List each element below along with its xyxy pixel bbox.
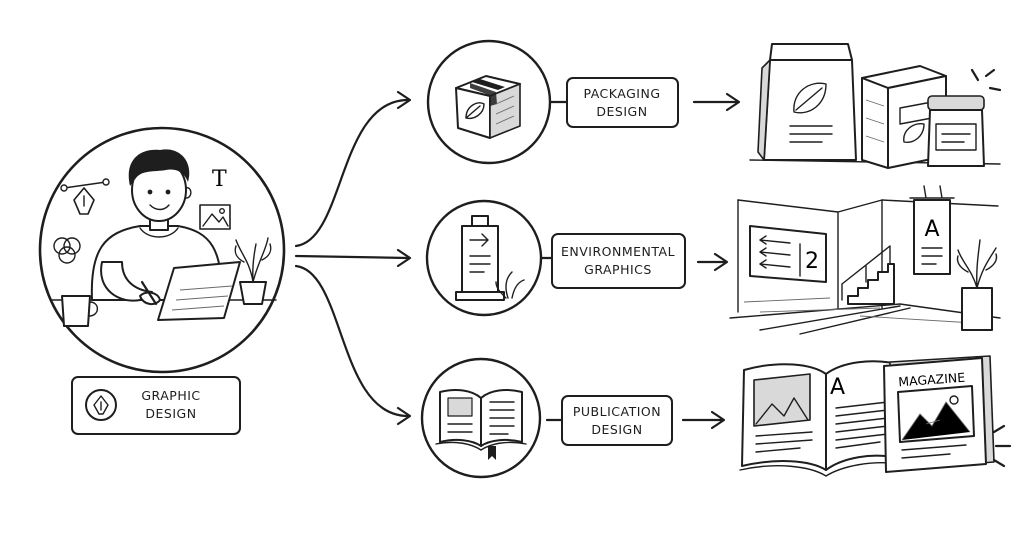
pouch-text-lines [789, 125, 833, 143]
publication-circle [420, 357, 542, 479]
packaging-design-line1: PACKAGING [583, 86, 660, 101]
banner-hanger [909, 185, 955, 199]
designer-eye-left [147, 189, 153, 195]
graphic-design-label: GRAPHIC DESIGN [71, 376, 241, 435]
type-icon: T [212, 167, 227, 192]
graphic-design-line2: DESIGN [145, 406, 196, 421]
magazine-photo-mountains [901, 401, 971, 441]
stylus [140, 280, 158, 306]
arrowhead-to-packaging [396, 90, 412, 110]
open-book-icon [435, 389, 527, 460]
sparkle-lines [970, 68, 1002, 92]
product-box-shading [865, 99, 885, 143]
product-box-leaf-icon [903, 123, 925, 143]
planter-box [961, 287, 993, 331]
desk-plant-pot [239, 281, 267, 305]
publication-branch: PUBLICATION DESIGN A MAGAZINE [420, 355, 1012, 479]
pouch-leaf-icon [793, 82, 827, 114]
planter-leaves [956, 239, 998, 289]
packaging-circle [426, 39, 552, 165]
publication-design-line1: PUBLICATION [573, 404, 661, 419]
connector-to-publication [294, 264, 410, 418]
pouch-top [769, 43, 853, 61]
environmental-branch: ENVIRONMENTAL GRAPHICS 2 A [425, 185, 1001, 335]
desk-plant-leaves [234, 237, 272, 283]
interior-space-illustration: 2 A [729, 185, 1001, 335]
tablet-shading [171, 285, 233, 311]
packaging-branch: PACKAGING DESIGN [426, 39, 1002, 169]
designer-eye-right [165, 189, 171, 195]
packaging-design-box [566, 77, 679, 128]
banner-text-lines [921, 247, 943, 265]
designer-illustration: T [38, 126, 286, 374]
banner-letter: A [924, 217, 939, 242]
jar-lid [927, 95, 985, 111]
jar-label [935, 123, 977, 151]
arrowhead-to-publication [396, 406, 412, 426]
publication-design-box [561, 395, 673, 446]
tablet [157, 261, 241, 321]
connector-to-environmental [294, 254, 410, 260]
arrow-packaging-result [692, 92, 741, 112]
stair-railing [841, 245, 891, 301]
magazine-text-lines [901, 444, 967, 459]
pen-nib-icon [93, 395, 109, 415]
mug-handle [88, 301, 99, 317]
book-photo [753, 373, 811, 427]
book-left-text [755, 431, 813, 453]
mug [61, 295, 91, 327]
graphic-design-box [71, 376, 241, 435]
designer-ear [185, 187, 192, 199]
product-box-side [861, 77, 889, 169]
color-circles-icon [53, 237, 81, 264]
book-photo-mountains [755, 397, 809, 425]
magazine-title: MAGAZINE [898, 370, 966, 390]
arrow-publication-result [681, 410, 726, 430]
wayfinding-sign-icon [455, 215, 525, 301]
environmental-graphics-box [551, 233, 686, 289]
staircase [847, 263, 895, 305]
designer-circle [38, 126, 286, 374]
pouch-gusset [757, 59, 771, 161]
arrowhead-to-environmental [396, 248, 412, 268]
book-right-text [835, 401, 889, 449]
connectors [294, 90, 741, 430]
packaging-products-illustration [749, 43, 1002, 169]
environmental-graphics-line1: ENVIRONMENTAL [561, 244, 675, 259]
wall-sign-number: 2 [805, 249, 819, 274]
image-icon [199, 204, 231, 230]
wall-sign [749, 225, 827, 283]
graphic-design-line1: GRAPHIC [141, 388, 200, 403]
packaging-design-line2: DESIGN [596, 104, 647, 119]
publication-design-line2: DESIGN [591, 422, 642, 437]
box-icon [455, 75, 521, 139]
pouch-body [763, 59, 857, 161]
connector-to-packaging [294, 98, 410, 248]
book-letter: A [830, 375, 845, 400]
environmental-graphics-line2: GRAPHICS [584, 262, 652, 277]
sweater-collar [139, 227, 179, 238]
wall-sign-arrows [759, 235, 791, 269]
arrow-environmental-result [696, 252, 729, 272]
magazine-sparkle-lines [992, 424, 1012, 468]
book-and-magazine-illustration: A MAGAZINE [739, 355, 1012, 477]
book-base [739, 462, 901, 477]
pen-tool-icon [60, 178, 110, 215]
designer-hair [128, 149, 190, 186]
magazine-photo-sun [949, 395, 959, 405]
environmental-circle [425, 199, 543, 317]
designer-smile [149, 204, 170, 211]
